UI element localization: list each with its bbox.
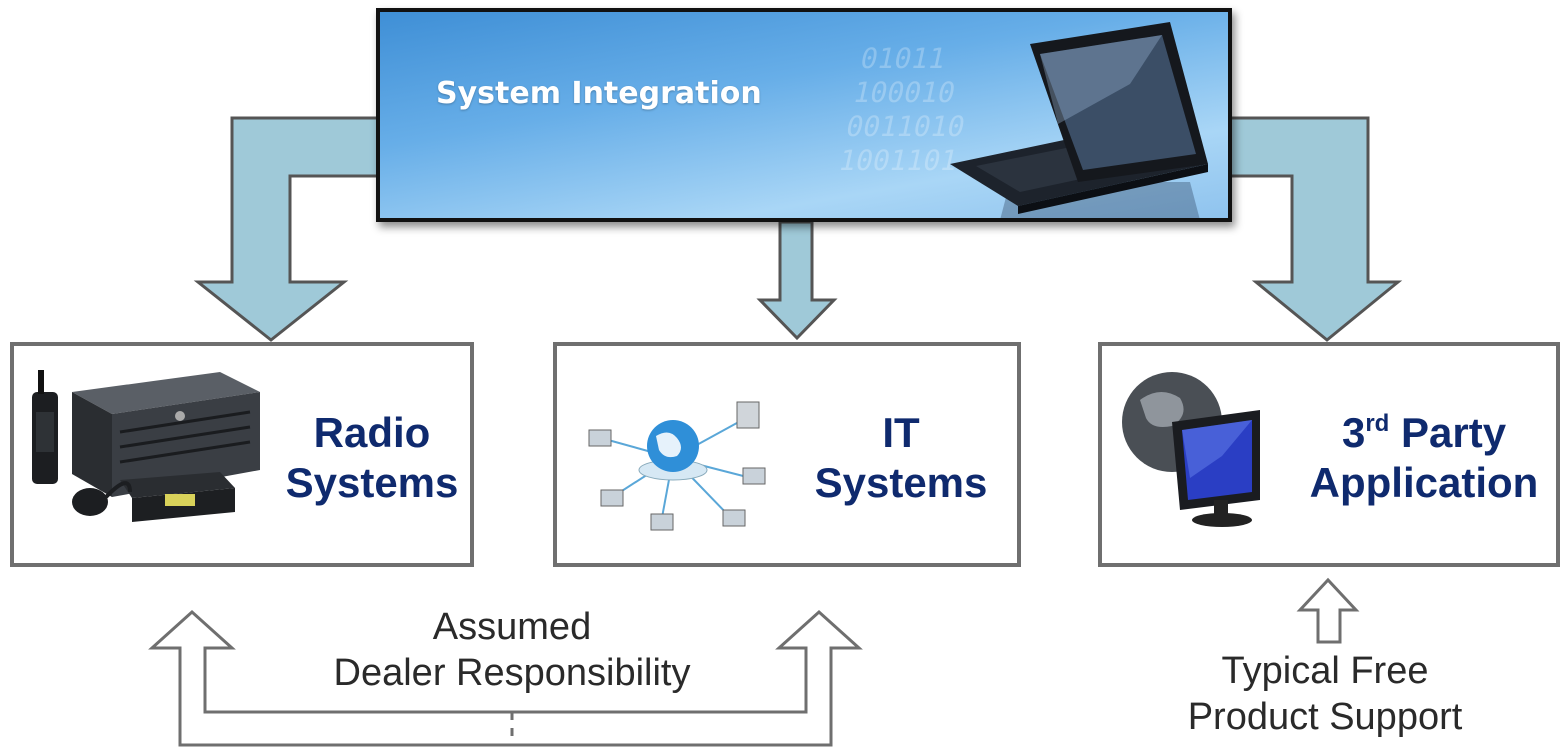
network-globe-image: [588, 401, 766, 531]
third-party-number: 3: [1341, 409, 1366, 456]
third-party-application-box: 3rd Party Application: [1098, 342, 1560, 567]
radio-label-line2: Systems: [285, 458, 459, 506]
it-systems-label: IT Systems: [789, 408, 1013, 507]
radio-label-line1: Radio: [313, 409, 431, 456]
radio-systems-box: Radio Systems: [10, 342, 474, 567]
third-party-word: Party: [1400, 409, 1507, 456]
radio-equipment-image: [32, 370, 260, 522]
third-party-label: 3rd Party Application: [1290, 408, 1558, 507]
dealer-note-line1: Assumed: [432, 606, 592, 648]
radio-systems-label: Radio Systems: [272, 408, 472, 507]
support-note-line1: Typical Free: [1221, 650, 1429, 692]
it-label-line1: IT: [882, 409, 920, 456]
dealer-note-line2: Dealer Responsibility: [333, 652, 691, 695]
dealer-responsibility-note: Assumed Dealer Responsibility: [262, 604, 762, 697]
arrow-to-radio: [193, 116, 380, 342]
third-party-label-line1: 3rd Party: [1290, 408, 1558, 458]
support-arrow: [1296, 577, 1360, 644]
product-support-note: Typical Free Product Support: [1150, 648, 1500, 741]
arrow-to-third-party: [1228, 116, 1403, 342]
it-systems-box: IT Systems: [553, 342, 1021, 567]
banner-title: System Integration: [436, 76, 762, 111]
support-note-line2: Product Support: [1187, 696, 1463, 739]
laptop-image: [950, 22, 1208, 218]
arrow-to-it: [756, 220, 838, 341]
globe-monitor-image: [1122, 372, 1260, 527]
it-label-line2: Systems: [814, 458, 988, 506]
dealer-responsibility-bracket: [148, 609, 863, 747]
third-party-label-line2: Application: [1309, 458, 1539, 506]
third-party-ordinal: rd: [1365, 410, 1390, 437]
